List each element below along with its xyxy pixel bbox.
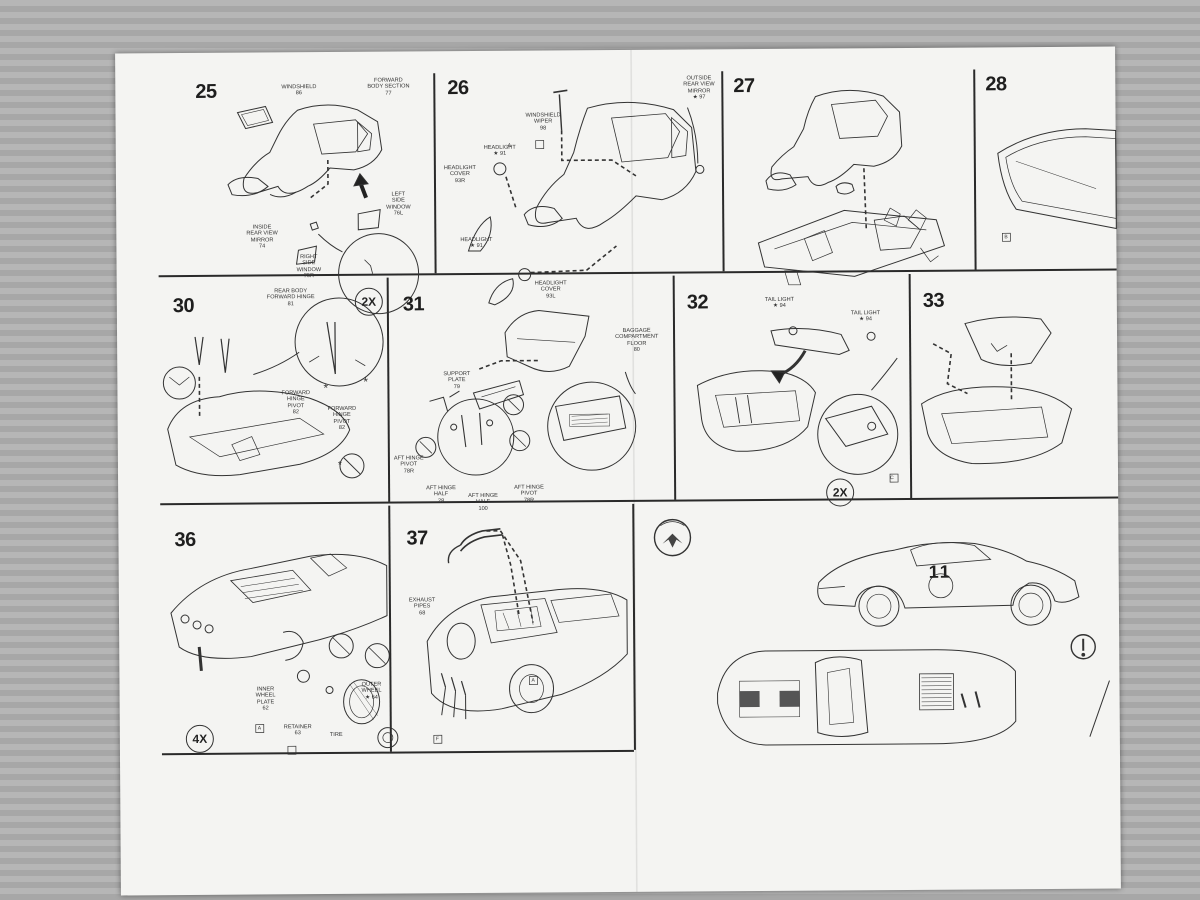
step-30-drawing: * * * bbox=[162, 297, 384, 479]
quantity-badge: 4X bbox=[185, 724, 214, 754]
box-c-marker: C bbox=[890, 475, 894, 482]
instruction-sheet: 25 bbox=[115, 46, 1121, 896]
label-forward-hinge-pivot-1: FORWARD HINGE PIVOT 82 bbox=[281, 390, 311, 416]
label-right-side-window: RIGHT SIDE WINDOW 75R bbox=[296, 254, 322, 280]
label-outside-mirror: OUTSIDE REAR VIEW MIRROR ★ 97 bbox=[683, 75, 715, 101]
step-26-drawing bbox=[467, 89, 705, 306]
svg-text:*: * bbox=[363, 375, 368, 389]
step-36-panel: 36 bbox=[160, 506, 399, 755]
step-26-panel: 26 bbox=[435, 71, 722, 306]
step-36-drawing bbox=[170, 553, 399, 755]
label-forward-body-section: FORWARD BODY SECTION 77 bbox=[367, 77, 410, 97]
quantity-badge: 2X bbox=[354, 287, 383, 316]
step-32-drawing bbox=[696, 326, 899, 483]
label-tail-light-1: TAIL LIGHT ★ 94 bbox=[764, 296, 795, 310]
label-headlight-bottom: HEADLIGHT ★ 91 bbox=[460, 236, 493, 250]
car-number-decal: 11 bbox=[928, 561, 952, 582]
label-rear-body-forward-hinge: REAR BODY FORWARD HINGE 81 bbox=[266, 288, 315, 308]
svg-text:*: * bbox=[338, 460, 342, 471]
svg-text:*: * bbox=[323, 381, 328, 395]
label-tail-light-2: TAIL LIGHT ★ 94 bbox=[850, 310, 881, 323]
label-support-plate: SUPPORT PLATE 79 bbox=[443, 371, 471, 390]
label-headlight-top: HEADLIGHT ★ 91 bbox=[483, 144, 516, 158]
label-tire: TIRE bbox=[329, 731, 343, 739]
box-f-marker: F bbox=[435, 736, 439, 743]
step-30-panel: 30 * * * bbox=[159, 278, 389, 504]
label-inner-wheel-plate: INNER WHEEL PLATE 62 bbox=[255, 686, 276, 712]
step-31-panel: 31 bbox=[389, 276, 675, 511]
box-b-marker: B bbox=[1004, 234, 1008, 241]
decal-placement-panel: 11 bbox=[634, 501, 1120, 750]
step-25-panel: 25 bbox=[157, 73, 434, 315]
step-27-panel: 27 bbox=[723, 70, 974, 286]
step-28-drawing bbox=[997, 128, 1117, 242]
decal-drawing bbox=[653, 518, 1110, 746]
step-33-drawing bbox=[920, 316, 1073, 465]
label-exhaust-pipes: EXHAUST PIPES 68 bbox=[408, 597, 436, 617]
step-32-panel: 32 2X C TAIL LIGHT ★ 9 bbox=[675, 274, 911, 507]
label-headlight-cover-r: HEADLIGHT COVER 93R bbox=[443, 164, 476, 184]
label-aft-hinge-half-1: AFT HINGE HALF 28 bbox=[426, 485, 456, 505]
box-a-marker: A bbox=[257, 725, 262, 732]
step-33-panel: 33 bbox=[911, 273, 1119, 498]
label-inside-mirror: INSIDE REAR VIEW MIRROR 74 bbox=[246, 224, 278, 250]
step-25-drawing bbox=[227, 104, 420, 315]
label-aft-hinge-pivot-1: AFT HINGE PIVOT 78R bbox=[393, 455, 424, 475]
step-31-drawing bbox=[415, 310, 637, 476]
step-37-panel: 37 A bbox=[390, 504, 634, 752]
label-left-side-window: LEFT SIDE WINDOW 76L bbox=[386, 191, 411, 217]
label-windshield: WINDSHIELD 86 bbox=[281, 84, 317, 97]
step-27-drawing bbox=[757, 89, 946, 286]
label-windshield-wiper: WINDSHIELD WIPER 98 bbox=[525, 112, 561, 132]
box-a-marker: A bbox=[531, 677, 535, 684]
step-37-drawing bbox=[426, 528, 628, 744]
label-outer-wheel: OUTER WHEEL ★ 64 bbox=[361, 681, 382, 701]
label-aft-hinge-pivot-2: AFT HINGE PIVOT 78R bbox=[514, 484, 544, 504]
step-28-panel: 28 B bbox=[975, 69, 1117, 270]
label-baggage-floor: BAGGAGE COMPARTMENT FLOOR 80 bbox=[615, 327, 659, 354]
label-retainer: RETAINER 63 bbox=[283, 724, 312, 737]
label-forward-hinge-pivot-2: FORWARD HINGE PIVOT 82 bbox=[327, 405, 357, 432]
